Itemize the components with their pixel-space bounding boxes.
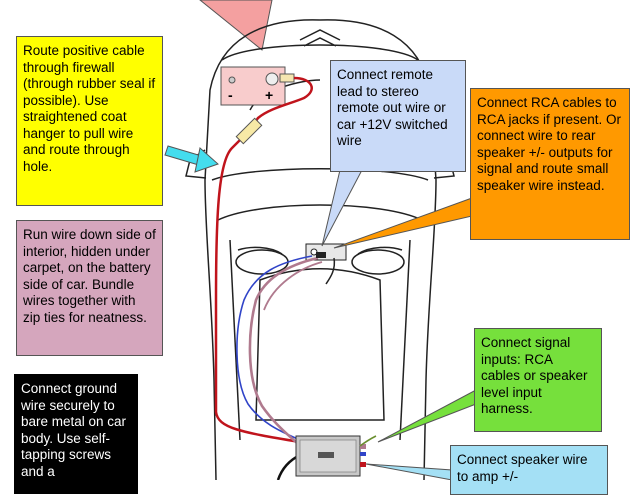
speaker-callout-pointer — [365, 463, 453, 480]
battery-terminal-positive — [265, 72, 279, 86]
terminal-clamp — [279, 73, 295, 83]
amplifier — [295, 435, 361, 477]
firewall-arrow — [164, 145, 219, 173]
signal-callout-pointer — [377, 389, 477, 443]
rca-cable-lower — [263, 261, 323, 311]
inline-fuse — [235, 117, 263, 145]
interior-routing-note: Run wire down side of interior, hidden u… — [16, 220, 163, 356]
top-callout-shape — [199, 0, 273, 51]
remote-wire — [236, 255, 313, 441]
battery-minus-label: - — [228, 87, 233, 103]
car-install-diagram: - + — [164, 0, 477, 480]
signal-wire-green — [359, 435, 377, 447]
power-wire — [214, 76, 313, 444]
remote-callout-pointer — [321, 169, 363, 247]
rca-connection-note: Connect RCA cables to RCA jacks if prese… — [470, 88, 630, 240]
ground-connection-note: Connect ground wire securely to bare met… — [14, 374, 138, 494]
rca-cables — [248, 256, 319, 447]
speaker-wire-note: Connect speaker wire to amp +/- — [450, 445, 608, 495]
amp-terminals — [360, 444, 366, 467]
rca-connector — [316, 252, 326, 258]
remote-lead-note: Connect remote lead to stereo remote out… — [330, 60, 466, 172]
battery-plus-label: + — [265, 87, 273, 103]
stereo-harness-wire — [325, 257, 336, 285]
signal-input-note: Connect signal inputs: RCA cables or spe… — [474, 328, 602, 432]
firewall-routing-note: Route positive cable through firewall (t… — [16, 36, 163, 206]
battery-terminal-negative — [228, 76, 236, 84]
